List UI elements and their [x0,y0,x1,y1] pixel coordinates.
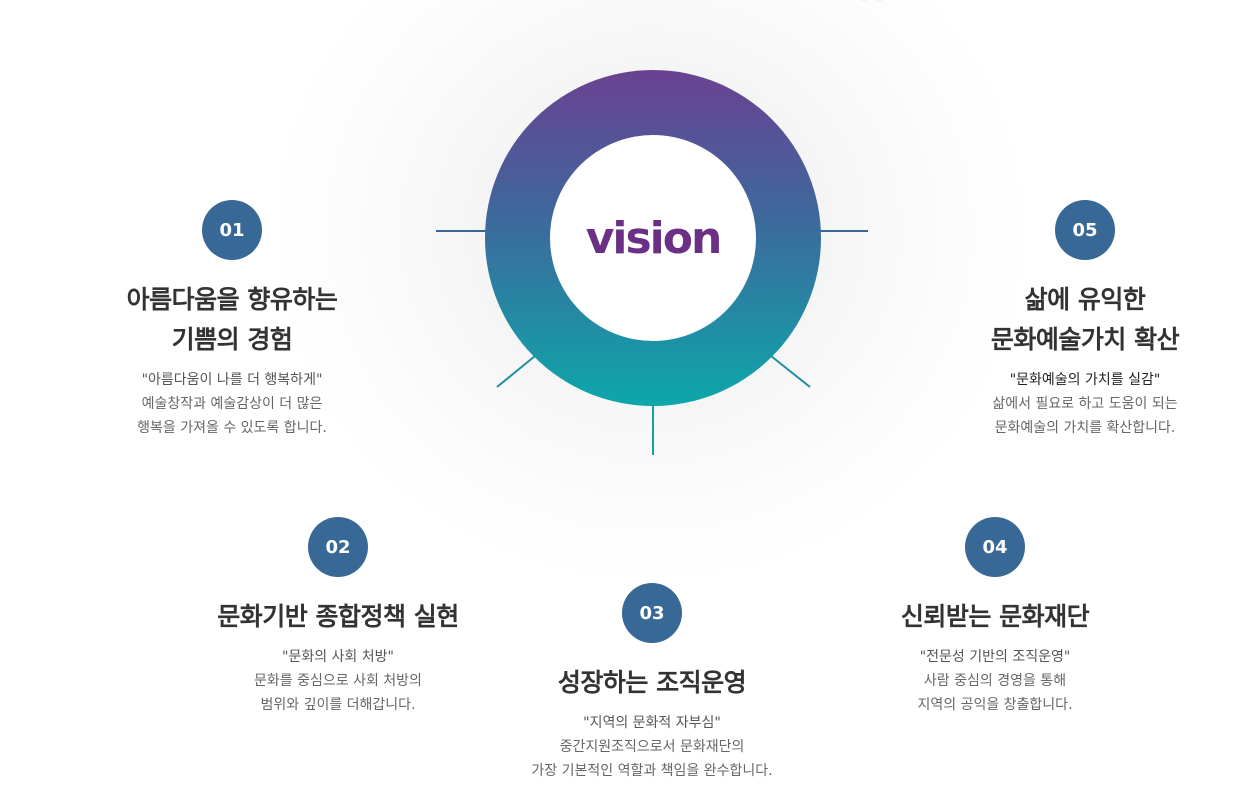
item-desc-line1: 사람 중심의 경영을 통해 [923,673,1067,689]
item-desc-line2: 지역의 공익을 창출합니다. [917,697,1073,713]
number-badge: 05 [1055,200,1115,260]
vision-item-03: 03 성장하는 조직운영 "지역의 문화적 자부심" 중간지원조직으로서 문화재… [492,583,812,783]
vision-item-02: 02 문화기반 종합정책 실현 "문화의 사회 처방" 문화를 중심으로 사회 … [188,517,488,717]
item-desc-line1: 삶에서 필요로 하고 도움이 되는 [992,396,1178,412]
item-title: 성장하는 조직운영 [557,668,747,697]
item-quote: "지역의 문화적 자부심" [583,715,721,731]
item-desc-line1: 중간지원조직으로서 문화재단의 [559,739,745,755]
item-desc-line2: 범위와 깊이를 더해갑니다. [260,697,416,713]
item-title: 신뢰받는 문화재단 [900,602,1090,631]
item-title-line2: 문화예술가치 확산 [990,325,1180,354]
vision-item-01: 01 아름다움을 향유하는 기쁨의 경험 "아름다움이 나를 더 행복하게" 예… [82,200,382,440]
item-desc-line2: 가장 기본적인 역할과 책임을 완수합니다. [531,763,773,779]
item-title: 삶에 유익한 [1024,285,1146,314]
vision-ring: vision [485,70,821,406]
item-desc-line2: 행복을 가져올 수 있도록 합니다. [137,420,327,436]
connector-line-02 [496,355,536,388]
item-desc-line2: 문화예술의 가치를 확산합니다. [994,420,1176,436]
item-title: 문화기반 종합정책 실현 [217,602,459,631]
vision-label: vision [585,212,723,264]
number-badge: 02 [308,517,368,577]
item-desc-line1: 예술창작과 예술감상이 더 많은 [141,396,323,412]
number-badge: 03 [622,583,682,643]
number-badge: 01 [202,200,262,260]
item-title-line2: 기쁨의 경험 [171,325,293,354]
item-title: 아름다움을 향유하는 [126,285,338,314]
item-desc-line1: 문화를 중심으로 사회 처방의 [254,673,422,689]
item-quote: "전문성 기반의 조직운영" [919,649,1071,665]
item-quote: "문화예술의 가치를 실감" [1009,372,1161,388]
vision-ring-center: vision [550,135,756,341]
item-quote: "문화의 사회 처방" [282,649,394,665]
vision-item-05: 05 삶에 유익한 문화예술가치 확산 "문화예술의 가치를 실감" 삶에서 필… [935,200,1235,440]
connector-line-04 [770,355,811,388]
number-badge: 04 [965,517,1025,577]
top-quote-mark: ″ ″ [862,0,886,13]
vision-item-04: 04 신뢰받는 문화재단 "전문성 기반의 조직운영" 사람 중심의 경영을 통… [845,517,1145,717]
item-quote: "아름다움이 나를 더 행복하게" [141,372,323,388]
